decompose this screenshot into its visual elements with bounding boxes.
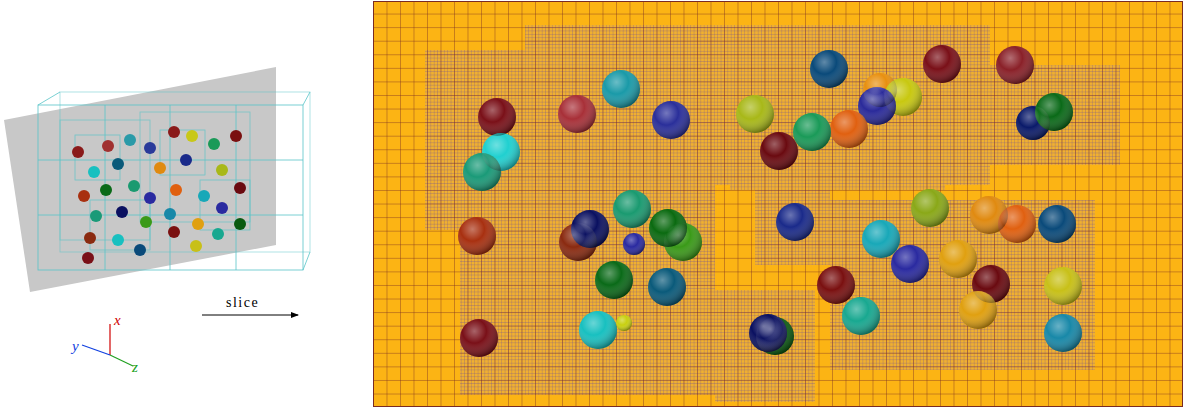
slice-plane	[4, 67, 276, 292]
octree-wireframe	[38, 92, 310, 270]
slice-label: slice	[226, 296, 259, 310]
axis-label: y	[72, 339, 79, 354]
coarse-mesh	[373, 1, 1183, 407]
particle-shading	[458, 45, 1082, 357]
particles	[458, 45, 1082, 357]
small-spheres	[72, 126, 246, 264]
slice-arrow	[202, 315, 298, 316]
axes	[82, 324, 133, 366]
mesh-slice	[373, 1, 1183, 407]
axis-label: x	[114, 313, 121, 328]
octree-view	[4, 67, 310, 366]
axis-label: z	[132, 360, 138, 375]
